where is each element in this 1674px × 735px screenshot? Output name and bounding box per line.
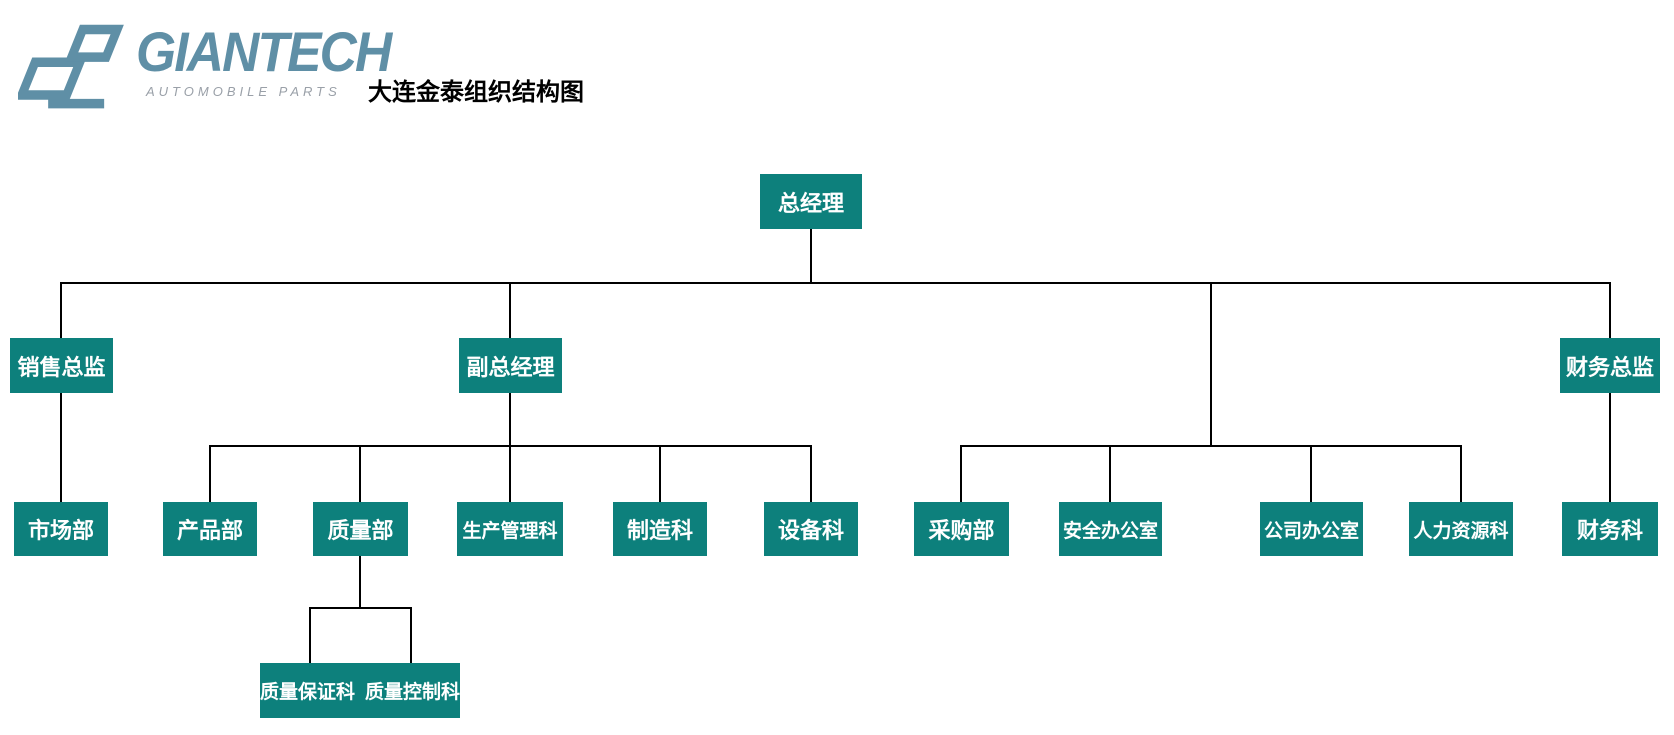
node-finance-section[interactable]: 财务科: [1562, 502, 1658, 556]
node-label: 公司办公室: [1263, 520, 1359, 542]
connector-sales-director-drop: [60, 283, 62, 338]
connector-quality-sub-rail: [309, 607, 412, 609]
connector-gm-drop: [810, 229, 812, 283]
node-label: 制造科: [626, 518, 693, 543]
node-general-manager[interactable]: 总经理: [760, 174, 862, 229]
connector-main-rail: [60, 282, 1611, 284]
node-label: 质量部: [327, 518, 394, 543]
connector-manufacturing-drop: [659, 446, 661, 502]
node-label-quality-control: 质量控制科: [364, 682, 460, 703]
connector-product-drop: [209, 446, 211, 502]
node-finance-director[interactable]: 财务总监: [1560, 338, 1660, 393]
node-sales-director[interactable]: 销售总监: [10, 338, 113, 393]
node-label: 采购部: [928, 518, 995, 543]
brand-tagline: AUTOMOBILE PARTS: [146, 84, 341, 99]
node-safety-office[interactable]: 安全办公室: [1059, 502, 1162, 556]
node-label: 销售总监: [17, 354, 106, 380]
connector-hr-drop: [1460, 446, 1462, 502]
connector-purchasing-drop: [960, 446, 962, 502]
node-quality-assurance-control[interactable]: 质量保证科质量控制科: [260, 663, 460, 718]
node-label: 总经理: [777, 190, 844, 216]
node-label: 财务总监: [1565, 354, 1654, 380]
connector-qa-drop: [309, 608, 311, 663]
node-quality-dept[interactable]: 质量部: [313, 502, 408, 556]
node-label: 市场部: [27, 518, 94, 543]
connector-safety-office-drop: [1109, 446, 1111, 502]
node-purchasing-dept[interactable]: 采购部: [914, 502, 1009, 556]
connector-qc-drop: [410, 608, 412, 663]
giantech-logo: GIANTECH AUTOMOBILE PARTS: [18, 10, 578, 120]
connector-deputy-children-drop: [509, 393, 511, 446]
node-label-quality-assurance: 质量保证科: [260, 682, 356, 703]
connector-marketing-drop: [60, 393, 62, 502]
node-product-dept[interactable]: 产品部: [163, 502, 257, 556]
node-label: 人力资源科: [1413, 520, 1509, 542]
node-deputy-general-manager[interactable]: 副总经理: [459, 338, 562, 393]
node-label: 副总经理: [466, 354, 555, 380]
node-production-management[interactable]: 生产管理科: [457, 502, 563, 556]
connector-finance-director-drop: [1609, 283, 1611, 338]
node-manufacturing-section[interactable]: 制造科: [613, 502, 707, 556]
connector-company-office-drop: [1310, 446, 1312, 502]
node-marketing-dept[interactable]: 市场部: [14, 502, 108, 556]
connector-deputy-gm-drop: [509, 283, 511, 338]
connector-equipment-drop: [810, 446, 812, 502]
connector-admin-rail: [960, 445, 1462, 447]
node-label: 财务科: [1576, 518, 1643, 543]
node-hr-dept[interactable]: 人力资源科: [1409, 502, 1513, 556]
node-equipment-section[interactable]: 设备科: [764, 502, 858, 556]
brand-name: GIANTECH: [136, 20, 392, 83]
connector-production-mgmt-drop: [509, 446, 511, 502]
node-label: 设备科: [777, 518, 844, 543]
page-title: 大连金泰组织结构图: [368, 80, 584, 106]
node-label: 生产管理科: [462, 520, 558, 542]
node-company-office[interactable]: 公司办公室: [1260, 502, 1363, 556]
connector-admin-group-drop: [1210, 283, 1212, 446]
connector-quality-drop: [359, 446, 361, 502]
node-label: 安全办公室: [1062, 520, 1158, 542]
connector-finance-section-drop: [1609, 393, 1611, 502]
connector-quality-sub-drop: [359, 556, 361, 608]
giantech-logo-mark-icon: [18, 24, 124, 109]
node-label: 产品部: [176, 518, 243, 543]
